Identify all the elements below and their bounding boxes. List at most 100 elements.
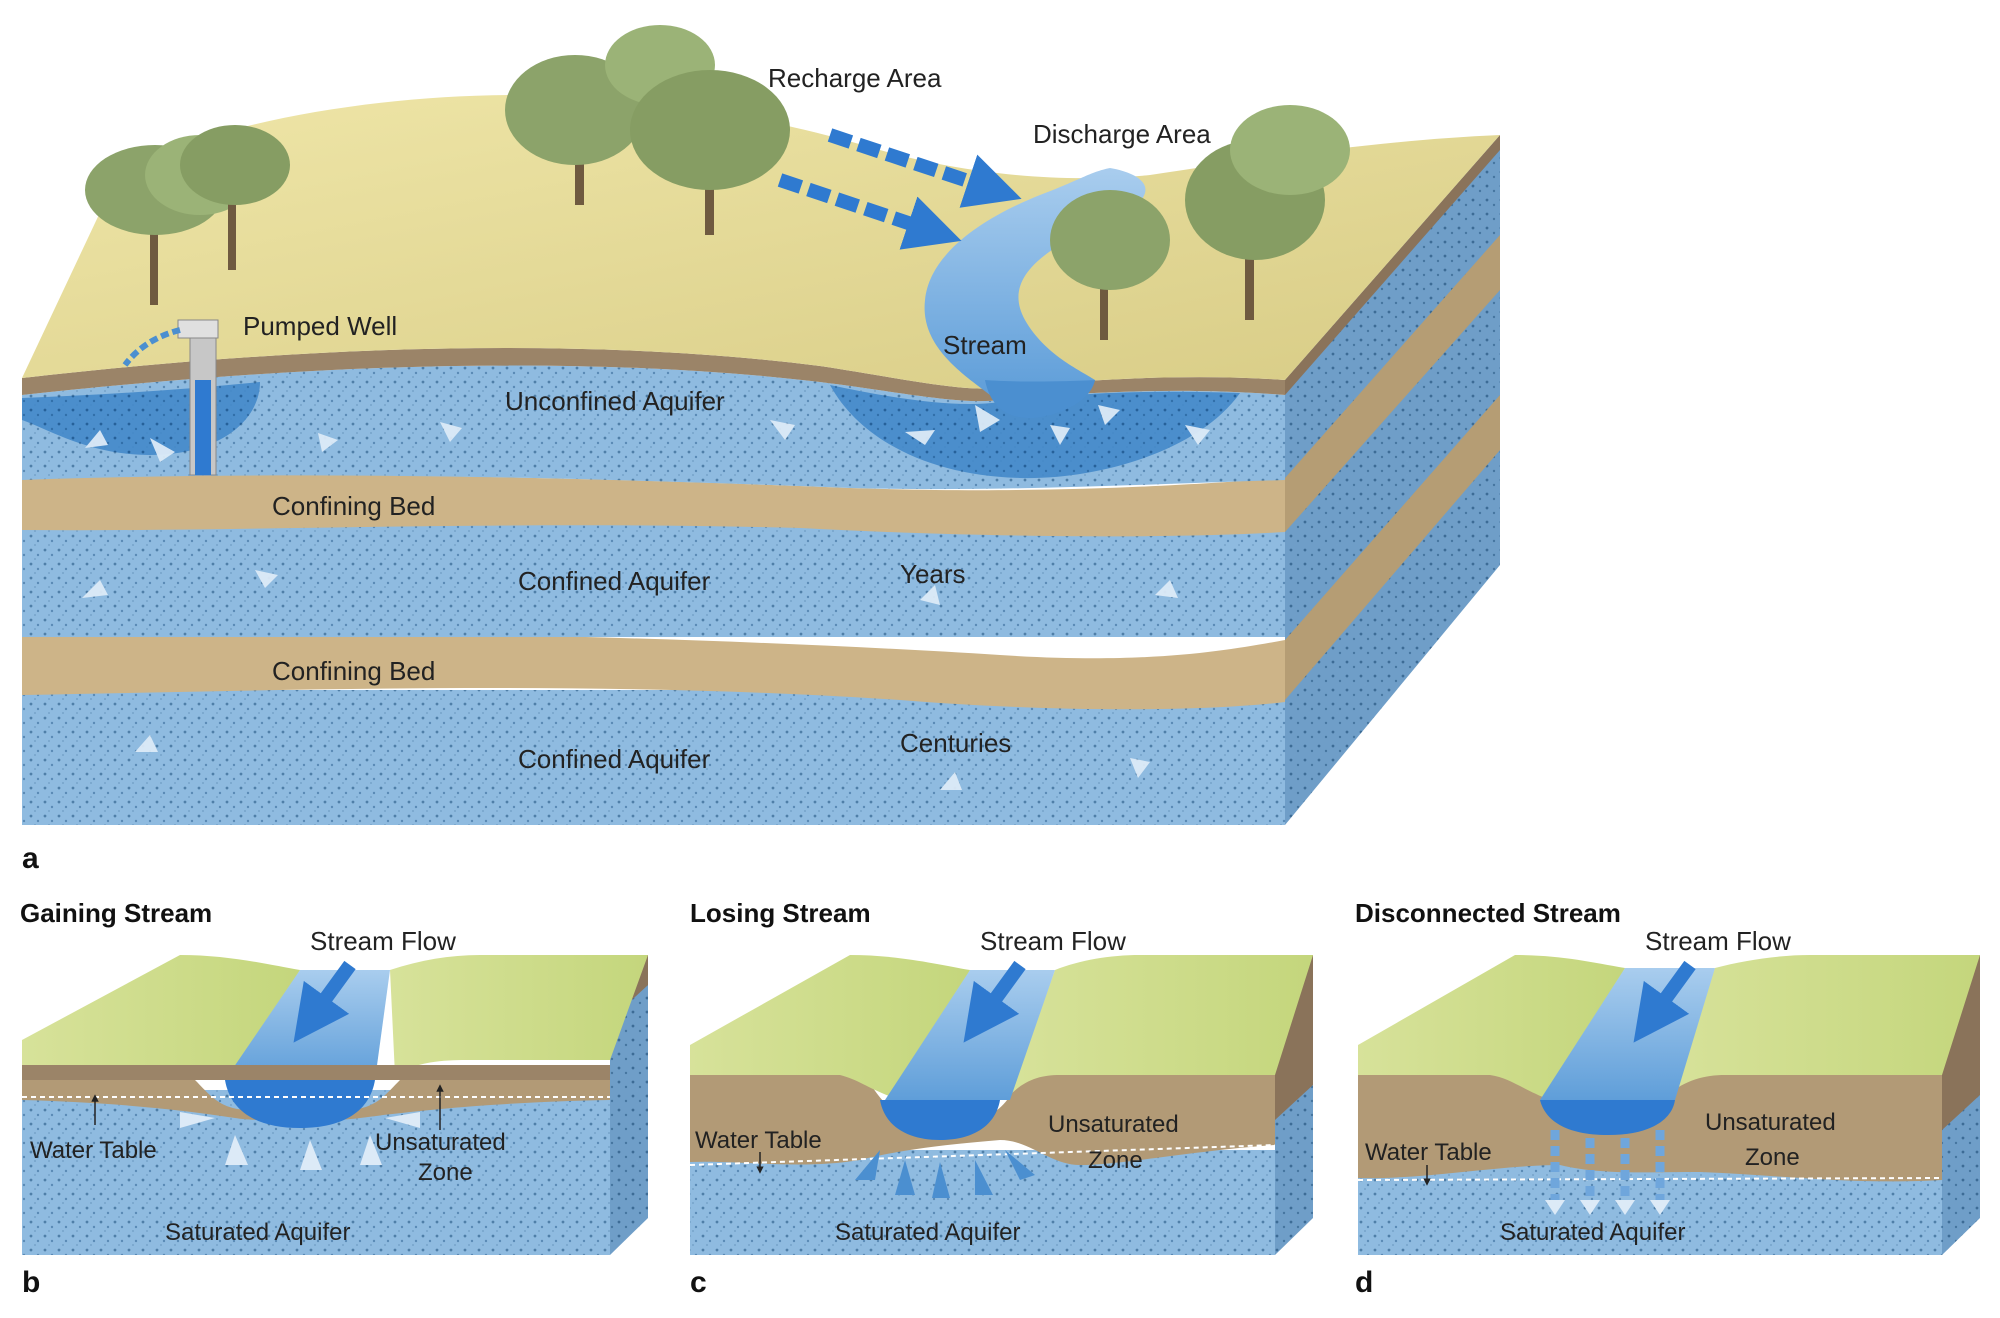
flow-arrow (975, 1160, 993, 1195)
panel-b-block (22, 955, 648, 1255)
b-unsaturated-zone (22, 1080, 610, 1121)
front-soil-band (22, 347, 1285, 402)
c-land-right (1010, 955, 1313, 1095)
label-recharge-area: Recharge Area (768, 63, 942, 93)
drip-arrow-head (1650, 1200, 1670, 1215)
d-land-right (1668, 955, 1980, 1095)
label-confining-bed-2: Confining Bed (272, 656, 435, 686)
pumped-well (122, 319, 219, 476)
panel-letter-d: d (1355, 1266, 1373, 1299)
c-stream-flow-label: Stream Flow (980, 926, 1126, 956)
b-land-left (22, 955, 300, 1080)
c-unsaturated-label-1: Unsaturated (1048, 1111, 1179, 1138)
c-water-table-label: Water Table (695, 1127, 822, 1154)
drip-arrow-head (1580, 1200, 1600, 1215)
tree (1185, 105, 1350, 320)
flow-arrow (975, 405, 1000, 432)
side-soil (1285, 135, 1500, 395)
front-confining-bed-2 (22, 630, 1285, 710)
stream-front-cut (985, 380, 1095, 418)
flow-arrow (1130, 758, 1150, 778)
flow-arrow (85, 430, 108, 448)
c-title: Losing Stream (690, 898, 871, 928)
d-water-table-line (1357, 1177, 1943, 1181)
flow-arrow (1098, 405, 1120, 425)
flow-arrow (770, 420, 795, 440)
b-soil-band (22, 1065, 610, 1080)
trees (85, 25, 1350, 340)
c-water-table-line (689, 1144, 1276, 1166)
d-unsaturated-label-1: Unsaturated (1705, 1109, 1836, 1136)
flow-arrow (82, 580, 108, 598)
d-land-left (1358, 955, 1625, 1100)
flow-arrow (1050, 425, 1070, 445)
front-confined-aquifer-2 (22, 690, 1285, 825)
tree (630, 70, 790, 235)
b-land-right (390, 955, 648, 1075)
recharge-arrows (777, 128, 1022, 250)
drip-arrow-head (1545, 1200, 1565, 1215)
b-unsaturated-label-1: Unsaturated (375, 1129, 506, 1156)
flow-arrow (318, 433, 338, 452)
c-land-left (690, 955, 970, 1100)
label-confined-aquifer-1: Confined Aquifer (518, 566, 711, 596)
front-confined-aquifer-1 (22, 525, 1285, 637)
d-unsaturated-zone (1358, 1075, 1942, 1182)
flow-arrow (150, 438, 175, 462)
c-aquifer (690, 1150, 1275, 1255)
label-unconfined-aquifer: Unconfined Aquifer (505, 386, 725, 416)
d-drip-arrows (1545, 1130, 1670, 1215)
front-confining-bed-1 (22, 474, 1285, 537)
flow-arrow (855, 1150, 880, 1180)
flow-arrow (180, 1112, 215, 1128)
flow-arrow (1155, 580, 1178, 598)
d-unsaturated-label-2: Zone (1745, 1144, 1800, 1171)
panel-letter-a: a (22, 842, 39, 875)
land-surface (22, 95, 1500, 389)
label-confined-aquifer-2: Confined Aquifer (518, 744, 711, 774)
b-saturated-label: Saturated Aquifer (165, 1219, 350, 1246)
flow-arrow (360, 1135, 382, 1165)
flow-arrow (940, 772, 962, 790)
d-title: Disconnected Stream (1355, 898, 1621, 928)
label-centuries: Centuries (900, 728, 1011, 758)
label-pumped-well: Pumped Well (243, 311, 397, 341)
flow-arrow (385, 1112, 420, 1128)
panel-d-block (1357, 955, 1980, 1255)
flow-arrow (135, 735, 158, 752)
b-water-table-label: Water Table (30, 1137, 157, 1164)
aquifer-flow-arrows (82, 405, 1210, 790)
panel-letter-b: b (22, 1266, 40, 1299)
b-inflow-arrows (180, 1112, 420, 1170)
d-stream-flow-label: Stream Flow (1645, 926, 1791, 956)
d-stream-flow-arrow (1633, 960, 1696, 1043)
b-stream-bowl (225, 1080, 375, 1128)
label-stream: Stream (943, 330, 1027, 360)
tree (1050, 190, 1170, 340)
b-stream-flow-label: Stream Flow (310, 926, 456, 956)
d-water-table-label: Water Table (1365, 1139, 1492, 1166)
b-unsaturated-label-2: Zone (418, 1159, 473, 1186)
label-discharge-area: Discharge Area (1033, 119, 1211, 149)
flow-arrow (1185, 425, 1210, 445)
tree (180, 125, 290, 270)
label-years: Years (900, 559, 966, 589)
flow-bowl-stream (830, 385, 1240, 479)
side-confining-bed-1 (1285, 235, 1500, 532)
flow-arrow (1005, 1150, 1035, 1180)
panel-a-block (22, 25, 1500, 825)
c-stream-bowl (880, 1100, 1000, 1140)
panel-letter-c: c (690, 1266, 707, 1299)
d-saturated-label: Saturated Aquifer (1500, 1219, 1685, 1246)
panel-c-block (689, 955, 1313, 1255)
c-outflow-arrows (855, 1150, 1035, 1198)
c-unsaturated-label-2: Zone (1088, 1147, 1143, 1174)
flow-arrow (225, 1135, 248, 1165)
flow-arrow (440, 422, 462, 442)
b-stream-flow-arrow (293, 960, 356, 1043)
b-title: Gaining Stream (20, 898, 212, 928)
flow-arrow (905, 430, 935, 445)
flow-arrow (932, 1162, 950, 1198)
flow-arrow (920, 585, 940, 605)
